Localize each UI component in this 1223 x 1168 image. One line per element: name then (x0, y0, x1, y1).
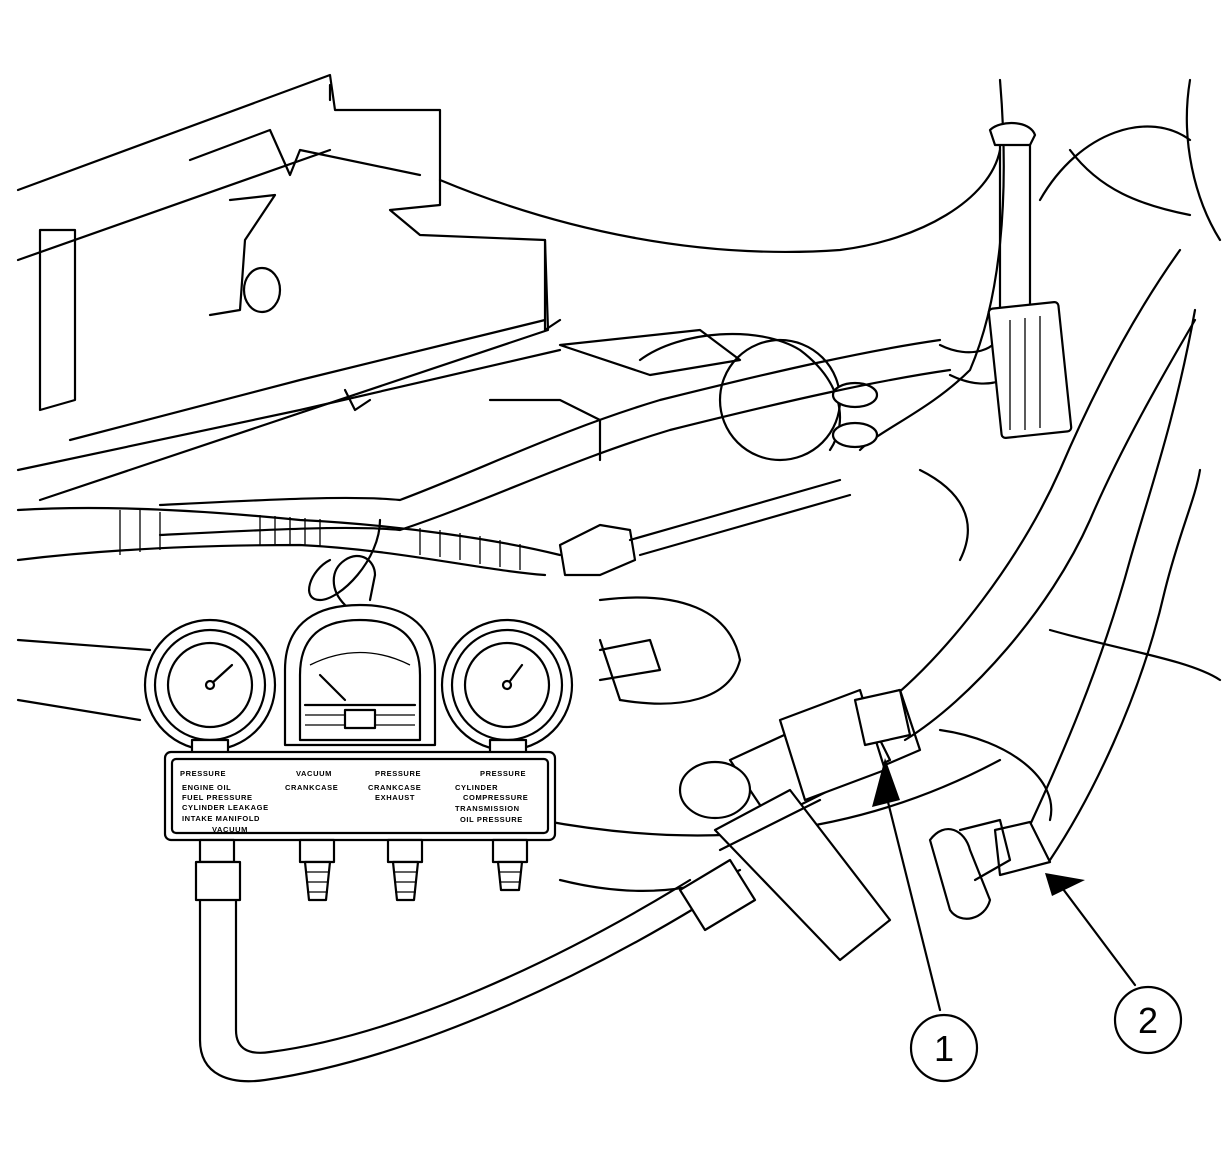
engine-contours (16, 78, 1222, 892)
vacuum-gauge (283, 603, 437, 747)
panel-header-4: PRESSURE (480, 769, 526, 778)
panel-header-3: PRESSURE (375, 769, 421, 778)
pcv-hose-1 (853, 248, 1197, 747)
hose-fittings (198, 838, 529, 902)
panel-col3-item: CRANKCASE (368, 783, 421, 792)
panel-col1-item: FUEL PRESSURE (182, 793, 253, 802)
callout-2: 2 (1045, 873, 1183, 1055)
right-pressure-gauge (440, 618, 574, 764)
panel-col1-item: INTAKE MANIFOLD (182, 814, 260, 823)
gauge-test-hose (194, 858, 757, 1083)
tee-adapter (678, 688, 922, 962)
panel-col3-item: EXHAUST (375, 793, 415, 802)
upper-hose (158, 122, 1073, 537)
callout-1-label: 1 (934, 1028, 954, 1069)
pcv-hose-2 (928, 308, 1202, 920)
frame-rail (16, 73, 562, 502)
left-pressure-gauge (143, 618, 277, 764)
panel-header-1: PRESSURE (180, 769, 226, 778)
wiring-harness (16, 478, 852, 702)
panel-col4-item: TRANSMISSION (455, 804, 520, 813)
panel-col4-item: CYLINDER (455, 783, 498, 792)
panel-col4-item: COMPRESSURE (463, 793, 528, 802)
callout-1: 1 (872, 758, 979, 1083)
gauge-manifold-panel (163, 750, 557, 842)
panel-col4-item: OIL PRESSURE (460, 815, 523, 824)
panel-col2-item: CRANKCASE (285, 783, 338, 792)
panel-col1-item: CYLINDER LEAKAGE (182, 803, 269, 812)
panel-col1-item: ENGINE OIL (182, 783, 231, 792)
gauge-assembly: PRESSURE VACUUM PRESSURE PRESSURE ENGINE… (143, 554, 574, 902)
panel-col1-item: VACUUM (212, 825, 248, 834)
panel-header-2: VACUUM (296, 769, 332, 778)
callout-2-label: 2 (1138, 1000, 1158, 1041)
